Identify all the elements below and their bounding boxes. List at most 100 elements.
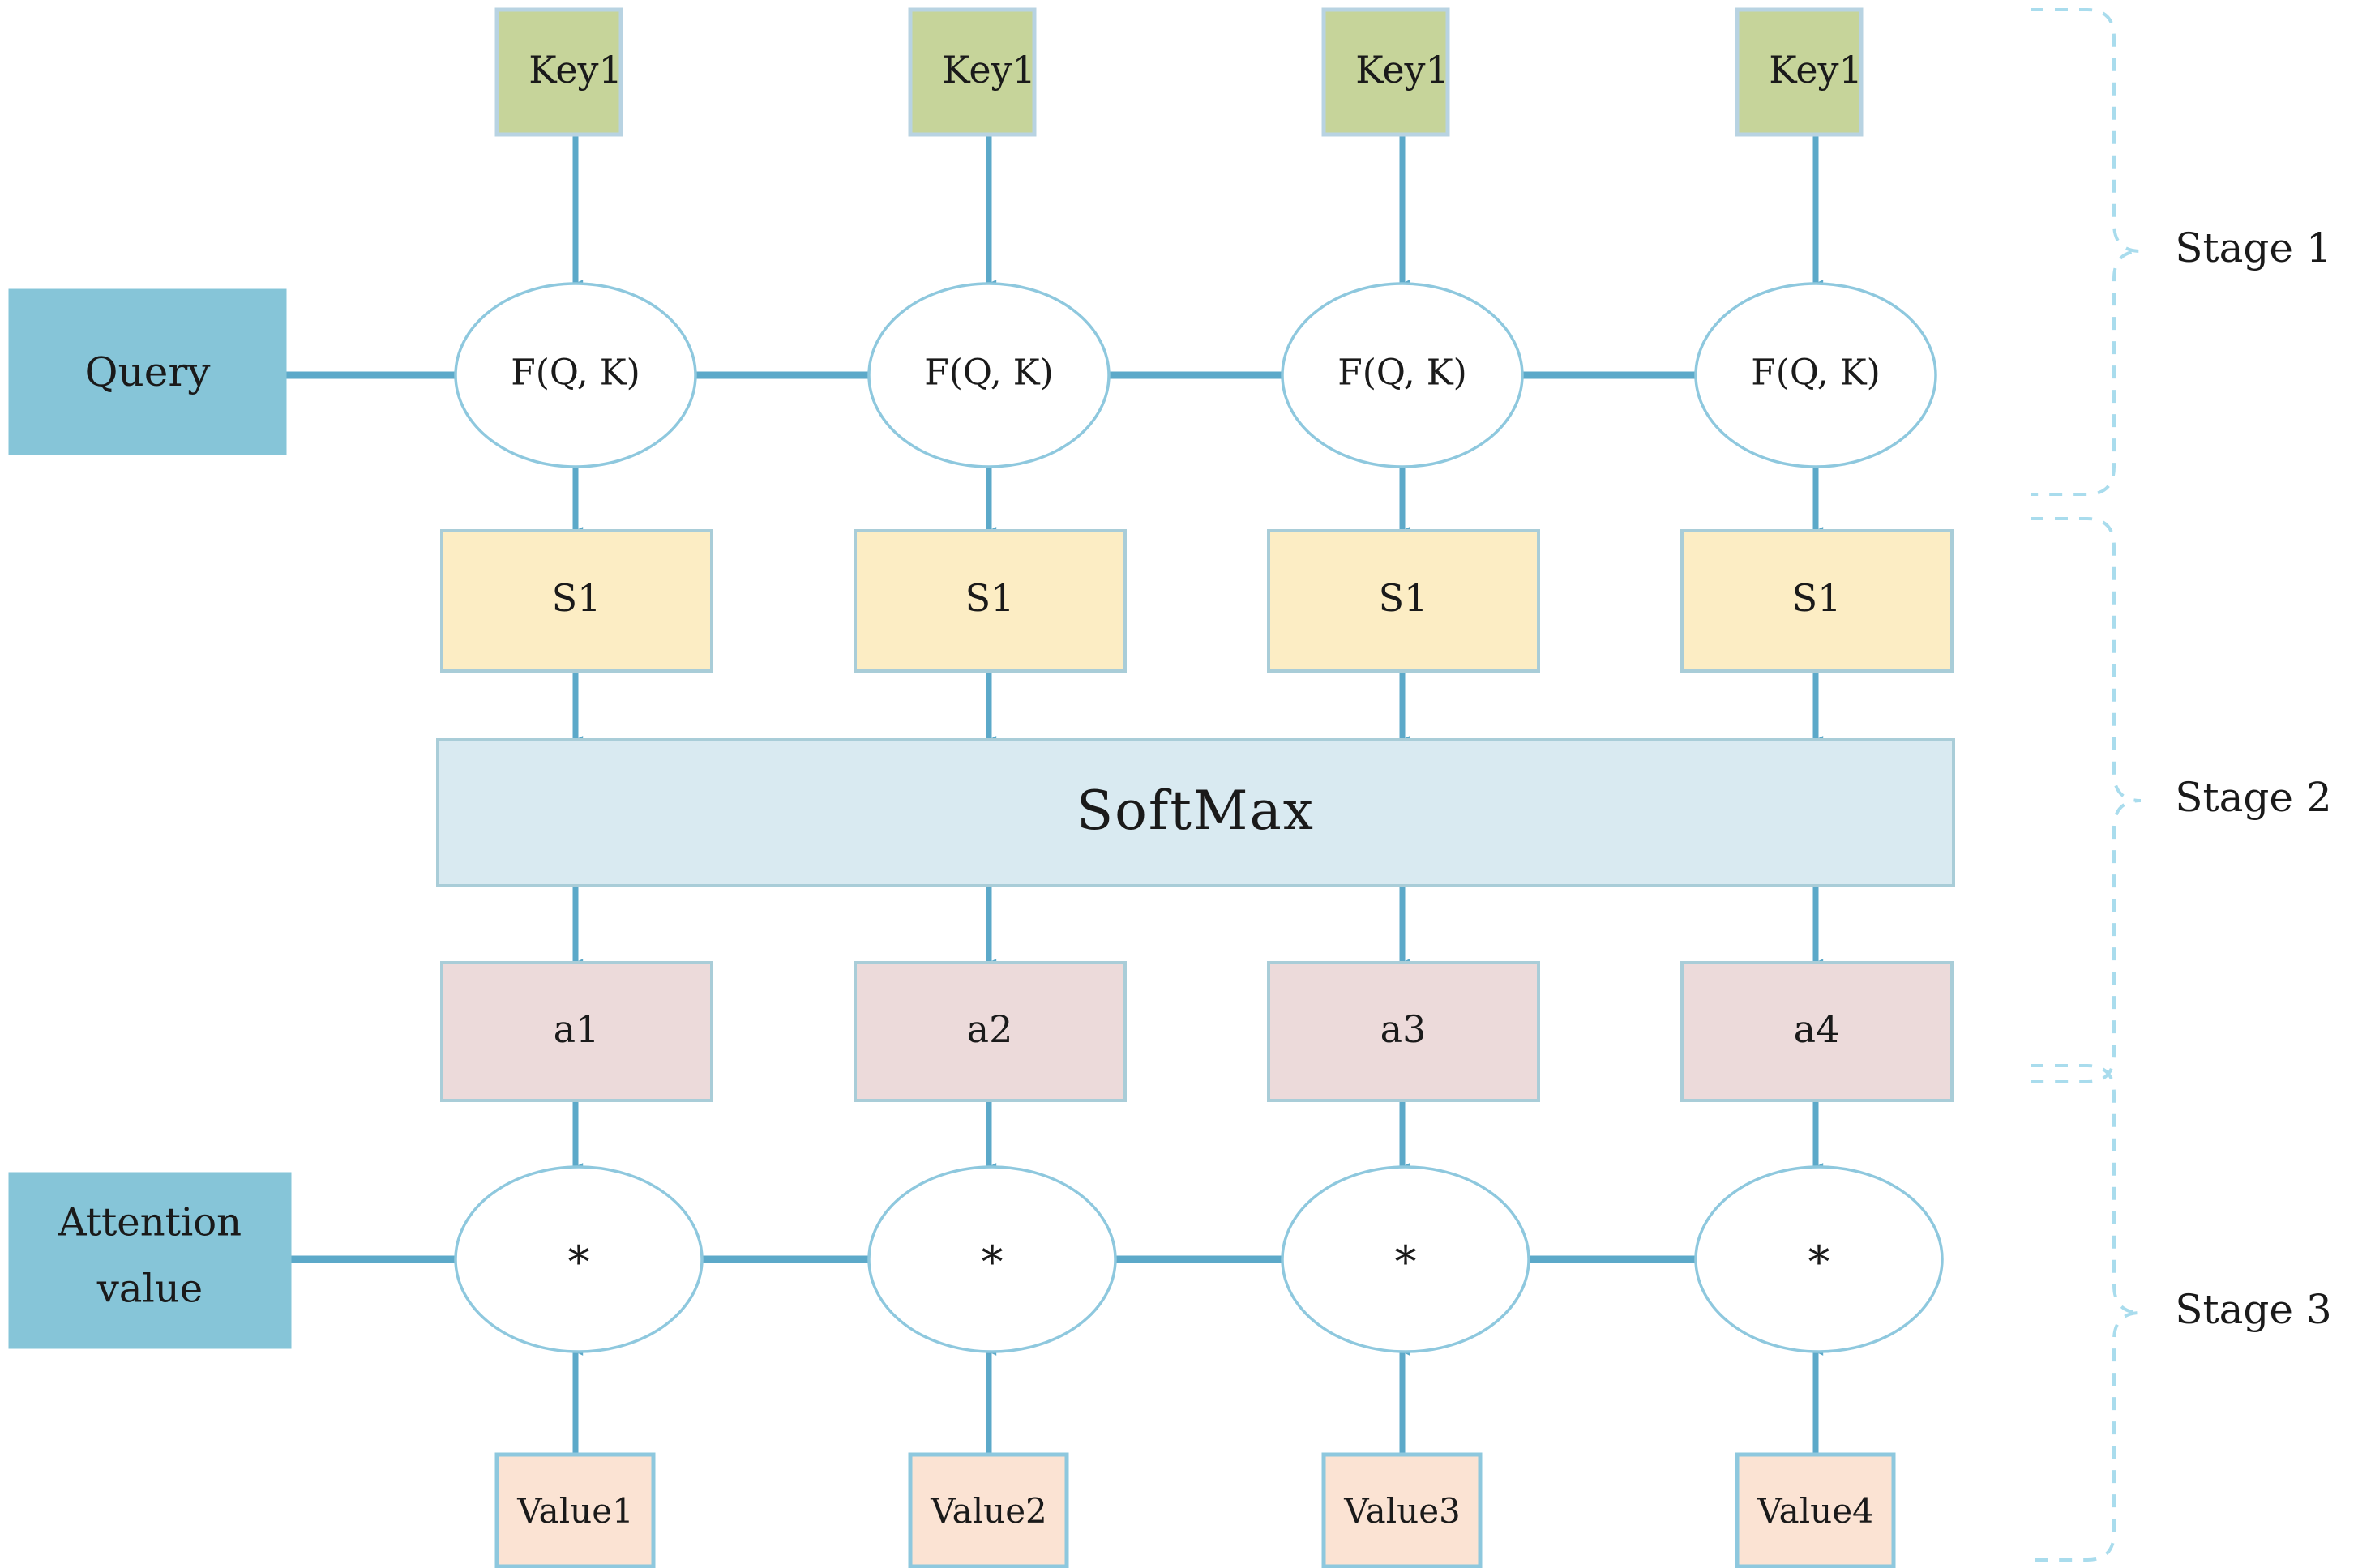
stage-label-1: Stage 1 <box>2175 224 2331 271</box>
score-row: S1 S1 S1 S1 <box>440 529 1954 673</box>
value-box-1[interactable] <box>494 1452 656 1568</box>
score-box-1[interactable] <box>440 529 713 673</box>
query-box[interactable] <box>8 288 287 455</box>
score-box-3[interactable] <box>1267 529 1540 673</box>
stage-label-2: Stage 2 <box>2175 774 2331 821</box>
weight-node-1[interactable]: a1 <box>440 961 713 1102</box>
similarity-node-3[interactable]: F(Q, K) <box>1281 282 1524 468</box>
similarity-label-4: F(Q, K) <box>1751 352 1881 394</box>
weight-label-3: a3 <box>1380 1007 1427 1051</box>
key-box-3[interactable] <box>1321 7 1450 137</box>
value-label-1: Value1 <box>516 1491 634 1531</box>
similarity-ellipse-3[interactable] <box>1281 282 1524 468</box>
softmax-to-weight-arrows <box>572 886 1824 967</box>
multiply-label-4: * <box>1808 1237 1830 1288</box>
stage-annotation-layer <box>2031 8 2142 1562</box>
key-label-3: Key1 <box>1355 48 1449 92</box>
key-label-1: Key1 <box>529 48 623 92</box>
key-node-3[interactable]: Key1 <box>1321 7 1450 137</box>
multiply-ellipse-3[interactable] <box>1281 1165 1530 1353</box>
value-box-4[interactable] <box>1735 1452 1896 1568</box>
attention-value-label-line2: value <box>96 1267 203 1312</box>
similarity-node-4[interactable]: F(Q, K) <box>1694 282 1937 468</box>
multiply-ellipse-2[interactable] <box>867 1165 1117 1353</box>
weight-box-2[interactable] <box>854 961 1127 1102</box>
value-box-2[interactable] <box>908 1452 1069 1568</box>
weight-box-1[interactable] <box>440 961 713 1102</box>
value-box-3[interactable] <box>1321 1452 1483 1568</box>
weight-node-3[interactable]: a3 <box>1267 961 1540 1102</box>
stage-2-brace <box>2031 517 2142 1083</box>
attention-value-box[interactable] <box>8 1172 292 1349</box>
key-node-2[interactable]: Key1 <box>908 7 1037 137</box>
key-box-4[interactable] <box>1735 7 1864 137</box>
multiply-label-3: * <box>1395 1237 1417 1288</box>
value-node-4[interactable]: Value4 <box>1735 1452 1896 1568</box>
value-to-multiply-arrows <box>572 1348 1824 1455</box>
weight-row: a1 a2 a3 a4 <box>440 961 1954 1102</box>
key-node-1[interactable]: Key1 <box>494 7 623 137</box>
stage-label-3: Stage 3 <box>2175 1286 2331 1333</box>
key-box-2[interactable] <box>908 7 1037 137</box>
similarity-ellipse-4[interactable] <box>1694 282 1937 468</box>
score-node-3[interactable]: S1 <box>1267 529 1540 673</box>
score-box-4[interactable] <box>1680 529 1954 673</box>
weight-box-3[interactable] <box>1267 961 1540 1102</box>
weight-box-4[interactable] <box>1680 961 1954 1102</box>
multiply-node-3[interactable]: * <box>1281 1165 1530 1353</box>
multiply-row: * * * * <box>454 1165 1944 1353</box>
attention-value-node[interactable]: Attention value <box>8 1172 292 1349</box>
score-label-4: S1 <box>1792 576 1842 620</box>
multiply-node-1[interactable]: * <box>454 1165 704 1353</box>
stage-labels: Stage 1 Stage 2 Stage 3 <box>2175 224 2331 1333</box>
connector-layer <box>282 135 1824 1455</box>
multiply-label-2: * <box>982 1237 1004 1288</box>
weight-node-2[interactable]: a2 <box>854 961 1127 1102</box>
query-node[interactable]: Query <box>8 288 287 455</box>
softmax-label: SoftMax <box>1076 780 1315 842</box>
similarity-label-3: F(Q, K) <box>1337 352 1467 394</box>
key-label-2: Key1 <box>942 48 1036 92</box>
value-label-3: Value3 <box>1343 1491 1461 1531</box>
key-node-4[interactable]: Key1 <box>1735 7 1864 137</box>
similarity-label-2: F(Q, K) <box>924 352 1054 394</box>
score-to-softmax-arrows <box>572 671 1824 744</box>
multiply-ellipse-4[interactable] <box>1694 1165 1944 1353</box>
attention-value-label-line1: Attention <box>58 1200 242 1245</box>
multiply-node-2[interactable]: * <box>867 1165 1117 1353</box>
multiply-label-1: * <box>568 1237 590 1288</box>
softmax-bar[interactable] <box>436 738 1955 887</box>
similarity-node-1[interactable]: F(Q, K) <box>454 282 697 468</box>
multiply-node-4[interactable]: * <box>1694 1165 1944 1353</box>
weight-label-1: a1 <box>554 1007 600 1051</box>
value-node-1[interactable]: Value1 <box>494 1452 656 1568</box>
similarity-ellipse-2[interactable] <box>867 282 1111 468</box>
score-node-1[interactable]: S1 <box>440 529 713 673</box>
weight-label-4: a4 <box>1794 1007 1840 1051</box>
key-label-4: Key1 <box>1769 48 1863 92</box>
stage-3-brace <box>2031 1064 2142 1562</box>
value-node-2[interactable]: Value2 <box>908 1452 1069 1568</box>
key-box-1[interactable] <box>494 7 623 137</box>
score-node-2[interactable]: S1 <box>854 529 1127 673</box>
score-label-2: S1 <box>965 576 1015 620</box>
value-node-3[interactable]: Value3 <box>1321 1452 1483 1568</box>
similarity-node-2[interactable]: F(Q, K) <box>867 282 1111 468</box>
query-label: Query <box>85 348 212 395</box>
multiply-ellipse-1[interactable] <box>454 1165 704 1353</box>
score-node-4[interactable]: S1 <box>1680 529 1954 673</box>
similarity-ellipse-1[interactable] <box>454 282 697 468</box>
weight-node-4[interactable]: a4 <box>1680 961 1954 1102</box>
value-label-4: Value4 <box>1757 1491 1874 1531</box>
score-label-3: S1 <box>1379 576 1428 620</box>
score-box-2[interactable] <box>854 529 1127 673</box>
fqk-to-score-arrows <box>572 467 1824 535</box>
weight-label-2: a2 <box>967 1007 1013 1051</box>
score-label-1: S1 <box>552 576 601 620</box>
softmax-node[interactable]: SoftMax <box>436 738 1955 887</box>
key-row: Key1 Key1 Key1 Key1 <box>494 7 1864 137</box>
key-to-fqk-arrows <box>572 135 1824 288</box>
similarity-label-1: F(Q, K) <box>511 352 640 394</box>
